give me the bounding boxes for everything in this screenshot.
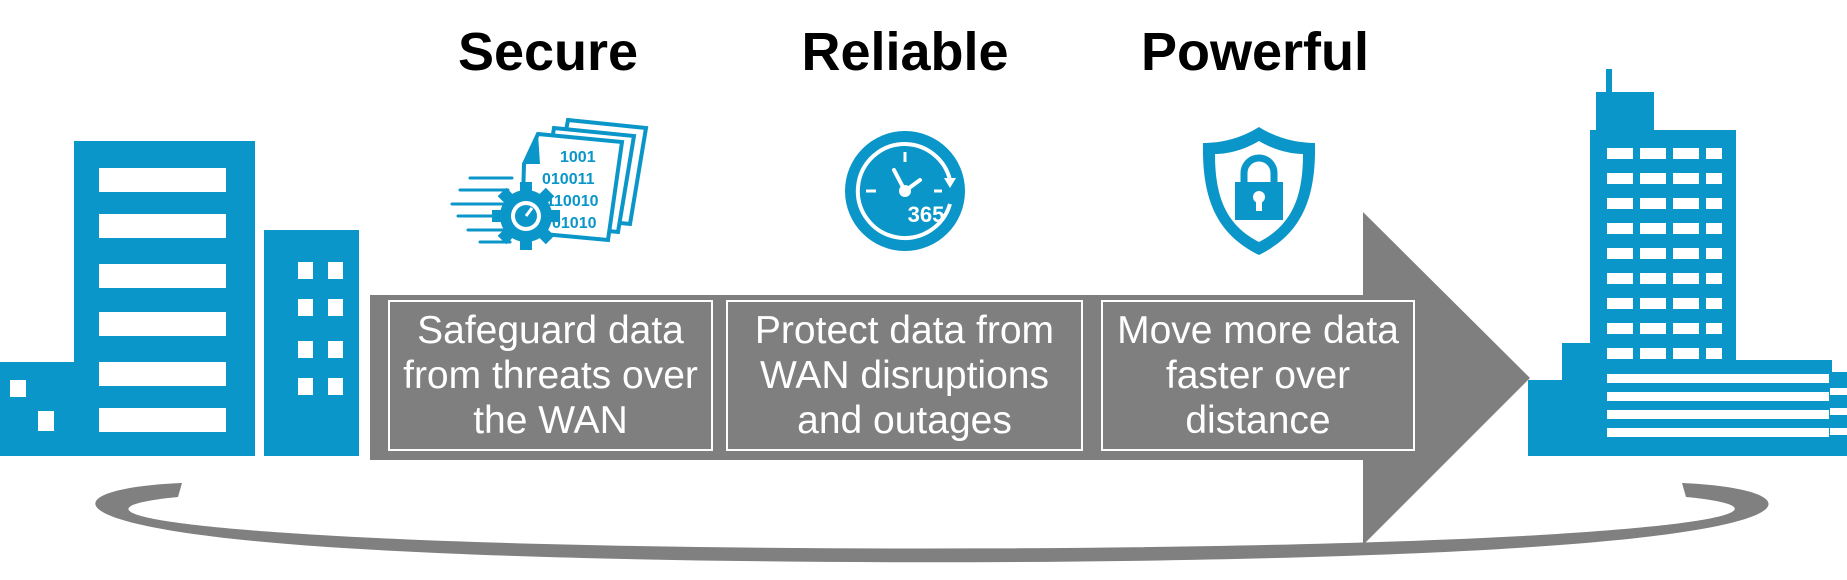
clock-365-icon: 365 <box>845 131 965 251</box>
data-transfer-gear-icon: 1001 010011 110010 01010 <box>450 117 649 250</box>
left-buildings <box>0 141 359 456</box>
description-reliable: Protect data from WAN disruptions and ou… <box>726 300 1083 451</box>
binary-line-1: 1001 <box>560 149 596 166</box>
clock-365-label: 365 <box>908 202 945 227</box>
description-secure: Safeguard data from threats over the WAN <box>388 300 713 451</box>
binary-line-2: 010011 <box>542 171 595 188</box>
loop-ellipse <box>95 483 1769 563</box>
binary-line-4: 01010 <box>552 215 597 232</box>
heading-secure: Secure <box>457 22 639 82</box>
shield-lock-icon <box>1202 127 1316 255</box>
heading-reliable: Reliable <box>801 22 1009 82</box>
heading-powerful: Powerful <box>1140 22 1370 82</box>
binary-line-3: 110010 <box>546 193 599 210</box>
right-building-windows <box>1607 148 1847 437</box>
left-building-windows <box>10 168 343 432</box>
flow-arrow <box>370 212 1530 545</box>
description-powerful: Move more data faster over distance <box>1101 300 1415 451</box>
